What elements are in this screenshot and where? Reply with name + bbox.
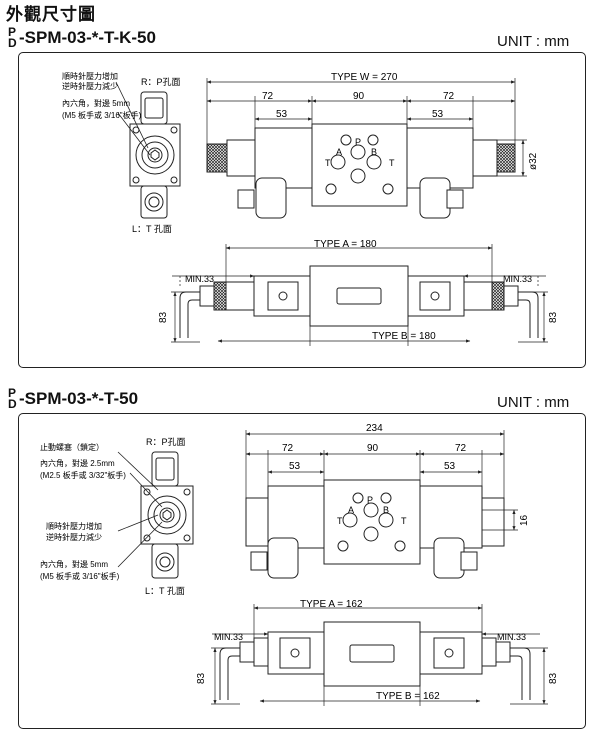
note-hex-small-b: (M2.5 板手或 3/32"板手) <box>40 470 126 480</box>
dim-83-right-2: 83 <box>548 672 559 684</box>
l-port-label-2: L：T 孔面 <box>145 586 185 596</box>
drawing-panel-2 <box>18 413 586 729</box>
top-view-2 <box>245 479 505 579</box>
note-hex-small-a: 內六角，對邊 2.5mm <box>40 458 115 468</box>
dim-type-a-2: TYPE A = 162 <box>300 599 363 610</box>
note-rotation-2a: 順時針壓力增加 <box>46 521 102 531</box>
side-view-1 <box>129 91 181 219</box>
dim-53-left-2: 53 <box>289 461 301 472</box>
dim-53-left-1: 53 <box>276 109 288 120</box>
front-view-2-dims <box>211 604 548 706</box>
dim-53-right-1: 53 <box>432 109 444 120</box>
dim-90-1: 90 <box>353 91 365 102</box>
port-b-2: B <box>383 505 389 515</box>
port-a-1: A <box>336 147 342 157</box>
port-t-left-1: T <box>325 158 331 168</box>
dim-min33-right-2: MIN.33 <box>497 632 526 642</box>
drawing-panel-1 <box>18 52 586 368</box>
dim-min33-left-2: MIN.33 <box>214 632 243 642</box>
dim-90-2: 90 <box>367 443 379 454</box>
note-hex-2a: 內六角，對邊 5mm <box>40 559 108 569</box>
front-view-2 <box>219 621 531 700</box>
dim-16: 16 <box>519 514 530 526</box>
dim-72-left-1: 72 <box>262 91 274 102</box>
dim-53-right-2: 53 <box>444 461 456 472</box>
dim-total-234: 234 <box>366 423 383 434</box>
dim-83-left-1: 83 <box>158 311 169 323</box>
dim-72-right-1: 72 <box>443 91 455 102</box>
dim-min33-left-1: MIN.33 <box>185 274 214 284</box>
port-t-left-2: T <box>337 516 343 526</box>
side-view-2-leaders <box>117 451 163 568</box>
dim-type-a-1: TYPE A = 180 <box>314 239 377 250</box>
dim-83-right-1: 83 <box>548 311 559 323</box>
front-view-1-dims <box>171 244 548 346</box>
page-title: 外觀尺寸圖 <box>6 5 96 25</box>
unit-label-1: UNIT : mm <box>497 33 570 50</box>
top-view-1-dims <box>206 78 527 177</box>
top-view-2-dims <box>245 430 518 531</box>
port-t-right-1: T <box>389 158 395 168</box>
note-hex-1a: 內六角，對邊 5mm <box>62 98 130 108</box>
side-view-1-leaders <box>115 81 151 156</box>
dim-type-b-1: TYPE B = 180 <box>372 331 436 342</box>
port-a-2: A <box>348 505 354 515</box>
note-rotation-1a: 順時針壓力增加 <box>62 71 118 81</box>
unit-label-2: UNIT : mm <box>497 394 570 411</box>
dim-type-w: TYPE W = 270 <box>331 72 398 83</box>
dim-83-left-2: 83 <box>196 672 207 684</box>
note-lock-nut: 止動螺塞（鎖定） <box>40 442 104 452</box>
top-view-1 <box>206 123 516 219</box>
r-port-label-2: R：P孔面 <box>146 437 186 447</box>
dim-72-left-2: 72 <box>282 443 294 454</box>
port-p-1: P <box>355 137 361 147</box>
note-rotation-2b: 逆時針壓力減少 <box>46 532 102 542</box>
dim-min33-right-1: MIN.33 <box>503 274 532 284</box>
dim-type-b-2: TYPE B = 162 <box>376 691 440 702</box>
side-view-2 <box>140 451 194 579</box>
l-port-label-1: L：T 孔面 <box>132 224 172 234</box>
port-b-1: B <box>371 147 377 157</box>
r-port-label-1: R：P孔面 <box>141 77 181 87</box>
dim-72-right-2: 72 <box>455 443 467 454</box>
dim-dia-32: ø32 <box>528 152 539 170</box>
note-hex-2b: (M5 板手或 3/16"板手) <box>40 571 120 581</box>
front-view-1 <box>179 265 539 338</box>
note-rotation-1b: 逆時針壓力減少 <box>62 81 118 91</box>
note-hex-1b: (M5 板手或 3/16"板手) <box>62 110 142 120</box>
port-p-2: P <box>367 495 373 505</box>
port-t-right-2: T <box>401 516 407 526</box>
